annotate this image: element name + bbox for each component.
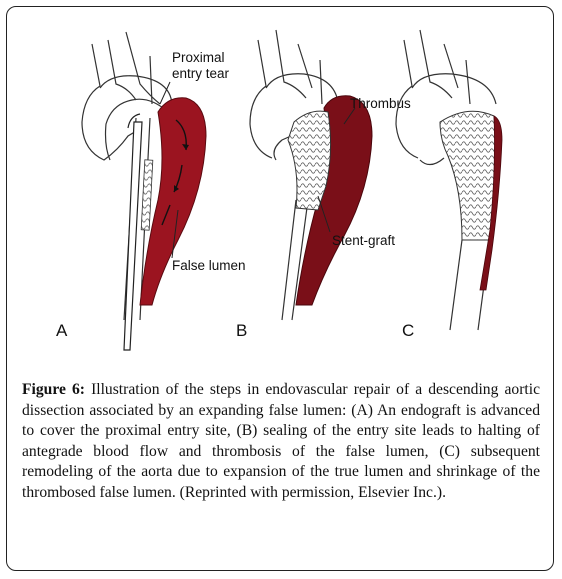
figure-caption: Figure 6: Illustration of the steps in e…: [22, 380, 540, 503]
label-proximal-entry-tear-1: Proximal: [172, 50, 225, 65]
panel-a-aortic-arch: [81, 31, 161, 161]
panel-a-endograft-catheter: [123, 121, 143, 351]
panel-a-false-lumen: [139, 97, 207, 306]
panel-b-stent-graft: [287, 110, 332, 211]
panel-c-aortic-arch: [395, 29, 497, 159]
figure-caption-text: Illustration of the steps in endovascula…: [22, 381, 540, 501]
panel-letter-c: C: [402, 321, 414, 340]
panel-a-compressed-graft: [140, 159, 154, 231]
panel-b-aortic-arch: [249, 29, 339, 159]
label-false-lumen: False lumen: [172, 258, 246, 273]
panel-a-drawing: [81, 31, 207, 351]
panel-letter-a: A: [56, 321, 68, 340]
panel-b-drawing: [249, 29, 373, 321]
label-stent-graft: Stent-graft: [332, 233, 395, 248]
label-thrombus: Thrombus: [350, 96, 411, 111]
panel-c-shrunken-false-lumen: [479, 115, 503, 291]
aortic-dissection-illustration: Proximal entry tear False lumen A Thromb…: [56, 29, 503, 351]
panel-letter-b: B: [236, 321, 247, 340]
panel-c-stent-graft: [439, 110, 497, 241]
panel-c-drawing: [395, 29, 503, 331]
figure-frame: [6, 6, 554, 571]
figure-caption-label: Figure 6:: [22, 381, 85, 398]
panel-a-arch-body: [99, 75, 173, 161]
label-proximal-entry-tear-2: entry tear: [172, 66, 230, 81]
